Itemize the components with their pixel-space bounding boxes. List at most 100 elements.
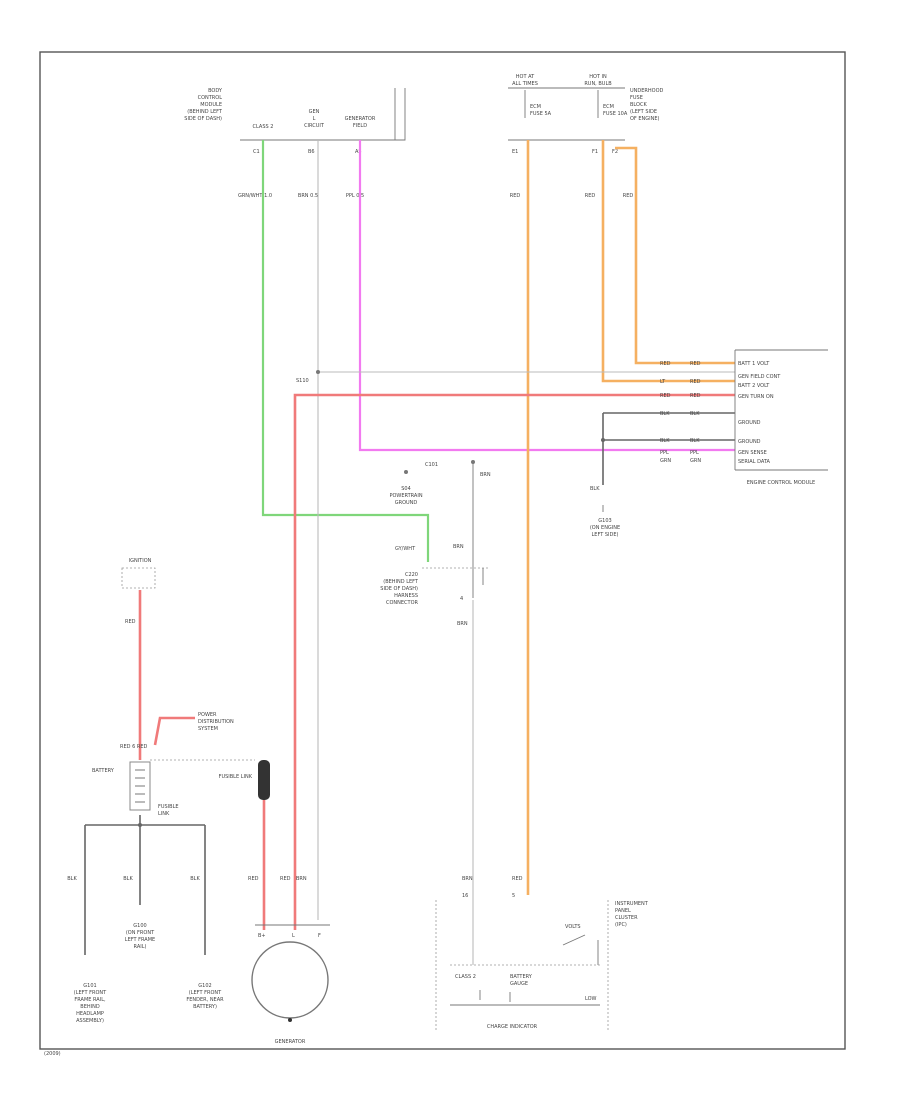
generator-block: B+ L F GENERATOR xyxy=(251,924,330,1045)
svg-text:LT: LT xyxy=(660,379,666,385)
svg-text:(ON ENGINE: (ON ENGINE xyxy=(590,525,620,531)
ecm-connector: RED RED LT RED RED RED BLK BLK BLK BLK P… xyxy=(660,349,828,486)
svg-text:GRN: GRN xyxy=(660,458,671,464)
ecm-pin-1: GEN FIELD CONT xyxy=(738,374,781,380)
svg-text:BLK: BLK xyxy=(690,411,700,417)
svg-text:5: 5 xyxy=(512,893,515,899)
svg-text:RED: RED xyxy=(280,876,291,882)
svg-text:LINK: LINK xyxy=(158,811,170,817)
svg-text:FIELD: FIELD xyxy=(353,123,367,129)
svg-text:HEADLAMP: HEADLAMP xyxy=(76,1011,104,1017)
svg-text:RED: RED xyxy=(512,876,523,882)
top-left-connector: BODY CONTROL MODULE (BEHIND LEFT SIDE OF… xyxy=(184,88,406,155)
svg-text:F1: F1 xyxy=(592,149,598,155)
ecm-label: ENGINE CONTROL MODULE xyxy=(747,480,815,486)
ignition-label: IGNITION xyxy=(129,558,152,564)
svg-text:G100: G100 xyxy=(133,923,146,929)
svg-text:BLK: BLK xyxy=(123,876,133,882)
svg-text:GRN/WHT 1.0: GRN/WHT 1.0 xyxy=(238,193,272,199)
svg-text:SYSTEM: SYSTEM xyxy=(198,726,218,732)
svg-text:S110: S110 xyxy=(296,378,309,384)
svg-text:B6: B6 xyxy=(308,149,315,155)
ignition-block: IGNITION RED xyxy=(121,558,156,760)
ecm-pin-0: BATT 1 VOLT xyxy=(738,361,770,367)
svg-text:RED: RED xyxy=(248,876,259,882)
svg-text:C220: C220 xyxy=(405,572,418,578)
svg-text:G103: G103 xyxy=(598,518,611,524)
svg-text:CIRCUIT: CIRCUIT xyxy=(304,123,325,129)
ecm-pin-8: GEN SENSE xyxy=(738,450,767,456)
svg-text:BATTERY): BATTERY) xyxy=(193,1004,217,1010)
svg-text:HARNESS: HARNESS xyxy=(394,593,418,599)
svg-text:RED: RED xyxy=(690,379,701,385)
svg-text:CLUSTER: CLUSTER xyxy=(615,915,638,921)
diagram-id: (2009) xyxy=(44,1051,61,1057)
wire-labels-top: GRN/WHT 1.0 BRN 0.5 PPL 0.5 RED RED RED xyxy=(238,193,633,199)
svg-text:RED: RED xyxy=(585,193,596,199)
svg-text:BLK: BLK xyxy=(190,876,200,882)
svg-text:POWER: POWER xyxy=(198,712,217,718)
svg-text:S04: S04 xyxy=(401,486,411,492)
svg-text:PANEL: PANEL xyxy=(615,908,631,914)
svg-text:SIDE OF DASH): SIDE OF DASH) xyxy=(380,586,418,592)
svg-text:VOLTS: VOLTS xyxy=(565,924,581,930)
svg-text:UNDERHOOD: UNDERHOOD xyxy=(630,88,664,94)
battery-body xyxy=(129,761,151,811)
svg-text:BRN 0.5: BRN 0.5 xyxy=(298,193,318,199)
svg-text:DISTRIBUTION: DISTRIBUTION xyxy=(198,719,234,725)
svg-text:CLASS 2: CLASS 2 xyxy=(455,974,476,980)
svg-text:RED: RED xyxy=(660,393,671,399)
wire-orange-f2 xyxy=(615,146,735,365)
wire-green xyxy=(261,140,430,562)
splices: S110 S04 POWERTRAIN GROUND C101 BRN xyxy=(296,370,491,506)
svg-text:RED: RED xyxy=(510,193,521,199)
svg-text:MODULE: MODULE xyxy=(200,102,222,108)
svg-text:RED 6 RED: RED 6 RED xyxy=(120,744,147,750)
battery-label: BATTERY xyxy=(92,768,115,774)
svg-text:PPL: PPL xyxy=(690,450,699,456)
svg-text:G102: G102 xyxy=(198,983,211,989)
generator-symbol xyxy=(251,941,329,1019)
svg-text:HOT IN: HOT IN xyxy=(589,74,607,80)
svg-text:C101: C101 xyxy=(425,462,438,468)
fusible-link-body xyxy=(258,760,270,800)
wire-red-gen xyxy=(293,393,735,930)
top-right-connector: HOT AT ALL TIMES HOT IN RUN, BULB ECM FU… xyxy=(508,74,664,155)
svg-text:L: L xyxy=(292,933,295,939)
diagram-frame xyxy=(39,51,846,1050)
svg-text:FUSIBLE: FUSIBLE xyxy=(158,804,179,810)
svg-text:RUN, BULB: RUN, BULB xyxy=(584,81,612,87)
svg-text:HOT AT: HOT AT xyxy=(516,74,535,80)
svg-text:E1: E1 xyxy=(512,149,518,155)
svg-text:RED: RED xyxy=(623,193,634,199)
svg-text:PPL 0.5: PPL 0.5 xyxy=(346,193,364,199)
svg-text:FUSE 5A: FUSE 5A xyxy=(530,111,552,117)
svg-text:LEFT SIDE): LEFT SIDE) xyxy=(592,532,619,538)
svg-text:BRN: BRN xyxy=(480,472,491,478)
ecm-pin-2: BATT 2 VOLT xyxy=(738,383,770,389)
svg-text:INSTRUMENT: INSTRUMENT xyxy=(615,901,649,907)
svg-text:(LEFT SIDE: (LEFT SIDE xyxy=(630,109,657,115)
svg-text:BLK: BLK xyxy=(660,438,670,444)
svg-text:FRAME RAIL,: FRAME RAIL, xyxy=(74,997,106,1003)
svg-text:FENDER, NEAR: FENDER, NEAR xyxy=(186,997,224,1003)
svg-text:LEFT FRAME: LEFT FRAME xyxy=(125,937,155,943)
svg-text:ECM: ECM xyxy=(530,104,541,110)
svg-text:SIDE OF DASH): SIDE OF DASH) xyxy=(184,116,222,122)
ecm-pin-7: GROUND xyxy=(738,439,761,445)
svg-text:G101: G101 xyxy=(83,983,96,989)
fusible-link: FUSIBLE LINK RED RED BRN xyxy=(219,760,307,930)
svg-text:GROUND: GROUND xyxy=(395,500,418,506)
svg-text:BRN: BRN xyxy=(296,876,307,882)
svg-text:BLK: BLK xyxy=(590,486,600,492)
junction-connector: GY/WHT BRN C220 (BEHIND LEFT SIDE OF DAS… xyxy=(380,462,488,965)
svg-text:POWERTRAIN: POWERTRAIN xyxy=(389,493,422,499)
svg-text:RED: RED xyxy=(125,619,136,625)
svg-text:CONTROL: CONTROL xyxy=(198,95,223,101)
svg-text:(ON FRONT: (ON FRONT xyxy=(126,930,155,936)
svg-text:OF ENGINE): OF ENGINE) xyxy=(630,116,660,122)
svg-text:BRN: BRN xyxy=(457,621,468,627)
svg-text:CONNECTOR: CONNECTOR xyxy=(386,600,419,606)
